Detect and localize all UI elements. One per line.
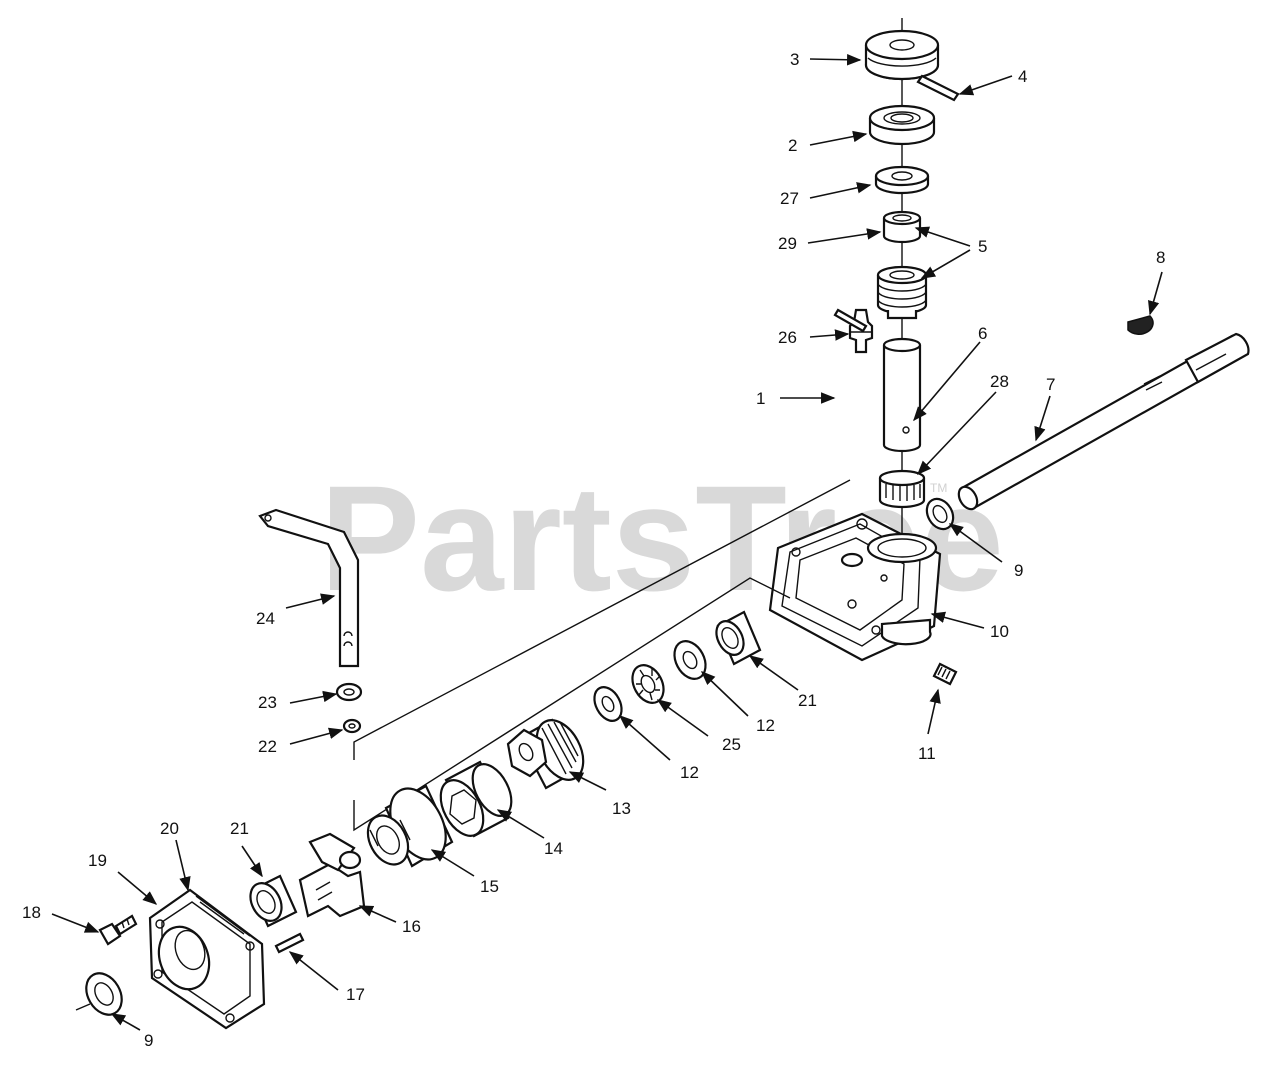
part-22-washer — [342, 718, 362, 734]
callout-21-upper: 21 — [798, 691, 817, 710]
part-6-shaft — [882, 337, 922, 453]
part-8-woodruff-key — [1127, 315, 1154, 335]
leader-arrows — [51, 53, 1163, 1031]
callout-20: 20 — [160, 819, 179, 838]
part-9-seal-right — [925, 497, 955, 531]
callout-19: 19 — [88, 851, 107, 870]
callout-11: 11 — [918, 744, 936, 763]
part-21-bushing-upper — [715, 610, 762, 666]
callout-26: 26 — [778, 328, 797, 347]
part-5-gear-assembly — [876, 265, 928, 320]
part-28-needle-bearing — [878, 469, 926, 509]
part-25-thrust-bearing — [631, 664, 665, 704]
callout-2: 2 — [788, 136, 797, 155]
horizontal-axis-line — [353, 479, 851, 832]
callout-15: 15 — [480, 877, 499, 896]
part-14-clutch-cup — [439, 760, 513, 838]
part-29-bushing — [882, 210, 922, 244]
callout-5: 5 — [978, 237, 987, 256]
part-20-cover-plate — [148, 888, 266, 1030]
callout-14: 14 — [544, 839, 563, 858]
part-11-set-screw — [932, 662, 958, 686]
callout-13: 13 — [612, 799, 631, 818]
part-12-washer-lower — [593, 686, 623, 722]
part-24-shift-lever — [258, 508, 360, 668]
callout-22: 22 — [258, 737, 277, 756]
callout-9-lower: 9 — [144, 1031, 153, 1050]
watermark-trademark: TM — [930, 481, 947, 495]
callout-1: 1 — [756, 389, 765, 408]
part-9-seal-lower — [75, 972, 123, 1016]
part-16-shift-fork — [298, 832, 366, 918]
callout-9-right: 9 — [1014, 561, 1023, 580]
part-17-pin — [274, 932, 305, 954]
callout-17: 17 — [346, 985, 365, 1004]
callout-28: 28 — [990, 372, 1009, 391]
part-7-drive-shaft — [957, 332, 1250, 511]
callout-12-upper: 12 — [756, 716, 775, 735]
callout-10: 10 — [990, 622, 1009, 641]
callout-27: 27 — [780, 189, 799, 208]
callout-21-lower: 21 — [230, 819, 249, 838]
callout-labels: 3 4 2 27 29 5 8 26 6 28 7 1 9 10 11 21 1… — [22, 50, 1165, 1050]
callout-7: 7 — [1046, 375, 1055, 394]
callout-25: 25 — [722, 735, 741, 754]
callout-8: 8 — [1156, 248, 1165, 267]
callout-6: 6 — [978, 324, 987, 343]
callout-16: 16 — [402, 917, 421, 936]
part-4-key — [916, 74, 960, 102]
part-12-washer-upper — [673, 640, 707, 680]
callout-12-lower: 12 — [680, 763, 699, 782]
callout-24: 24 — [256, 609, 275, 628]
callout-4: 4 — [1018, 67, 1027, 86]
callout-23: 23 — [258, 693, 277, 712]
part-3-pulley — [864, 29, 940, 81]
part-23-clip — [335, 682, 363, 702]
part-2-bearing — [868, 104, 936, 146]
part-10-gearbox-housing — [768, 512, 942, 662]
callout-29: 29 — [778, 234, 797, 253]
callout-18: 18 — [22, 903, 41, 922]
part-13-gear — [506, 718, 585, 790]
part-27-washer — [874, 165, 930, 195]
callout-3: 3 — [790, 50, 799, 69]
part-15-clutch-hub — [366, 784, 454, 868]
part-18-bolt — [98, 914, 138, 946]
part-21-bushing-lower — [249, 874, 298, 928]
part-1-pin — [833, 308, 868, 333]
